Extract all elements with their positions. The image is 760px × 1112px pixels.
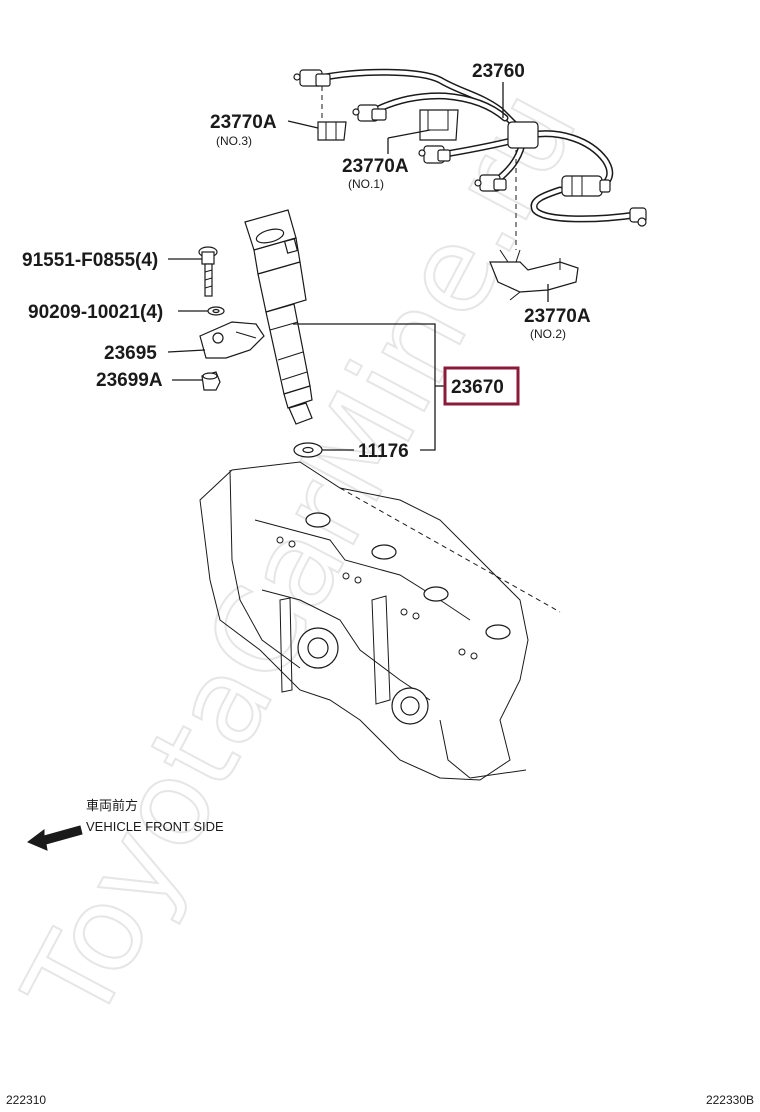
front-side-japanese: 車両前方: [86, 798, 138, 813]
injector-clamp[interactable]: [199, 321, 265, 359]
part-number-clamp[interactable]: 23695: [104, 343, 157, 364]
clip-no3-note: (NO.3): [216, 134, 252, 148]
injector-highlight-box: [443, 366, 520, 406]
hose-clip-no1[interactable]: [419, 109, 459, 141]
part-number-clip-no2[interactable]: 23770A: [524, 306, 591, 327]
vehicle-front-indicator: 車両前方 VEHICLE FRONT SIDE: [27, 798, 224, 851]
hose-clip-no3[interactable]: [317, 121, 347, 141]
part-number-clip-no3[interactable]: 23770A: [210, 112, 277, 133]
fuel-injector[interactable]: [244, 209, 313, 425]
clip-no1-note: (NO.1): [348, 177, 384, 191]
footer-left-code: 222310: [6, 1093, 46, 1107]
clamp-washer[interactable]: [207, 306, 225, 316]
part-number-bolt[interactable]: 91551-F0855(4): [22, 250, 158, 271]
footer-right-code: 222330B: [706, 1093, 754, 1107]
front-side-english: VEHICLE FRONT SIDE: [86, 819, 224, 834]
part-number-hose-assembly[interactable]: 23760: [472, 61, 525, 82]
clamp-bolt[interactable]: [198, 246, 218, 297]
cylinder-head-drawing: [199, 461, 561, 781]
part-number-gasket[interactable]: 11176: [358, 441, 409, 462]
fuel-hose-assembly[interactable]: [293, 68, 647, 250]
part-number-clip-no1[interactable]: 23770A: [342, 156, 409, 177]
clamp-nut[interactable]: [201, 371, 221, 391]
leader-lines: [167, 82, 549, 451]
hose-clip-no2[interactable]: [489, 249, 579, 301]
part-number-washer[interactable]: 90209-10021(4): [28, 302, 163, 323]
arrow-left-icon: [27, 825, 83, 851]
injector-gasket[interactable]: [293, 442, 323, 458]
part-number-injector[interactable]: 23670: [451, 377, 504, 398]
watermark-text: ToyotaCarMine.ru: [0, 68, 604, 1044]
part-number-clamp-nut[interactable]: 23699A: [96, 370, 163, 391]
clip-no2-note: (NO.2): [530, 327, 566, 341]
